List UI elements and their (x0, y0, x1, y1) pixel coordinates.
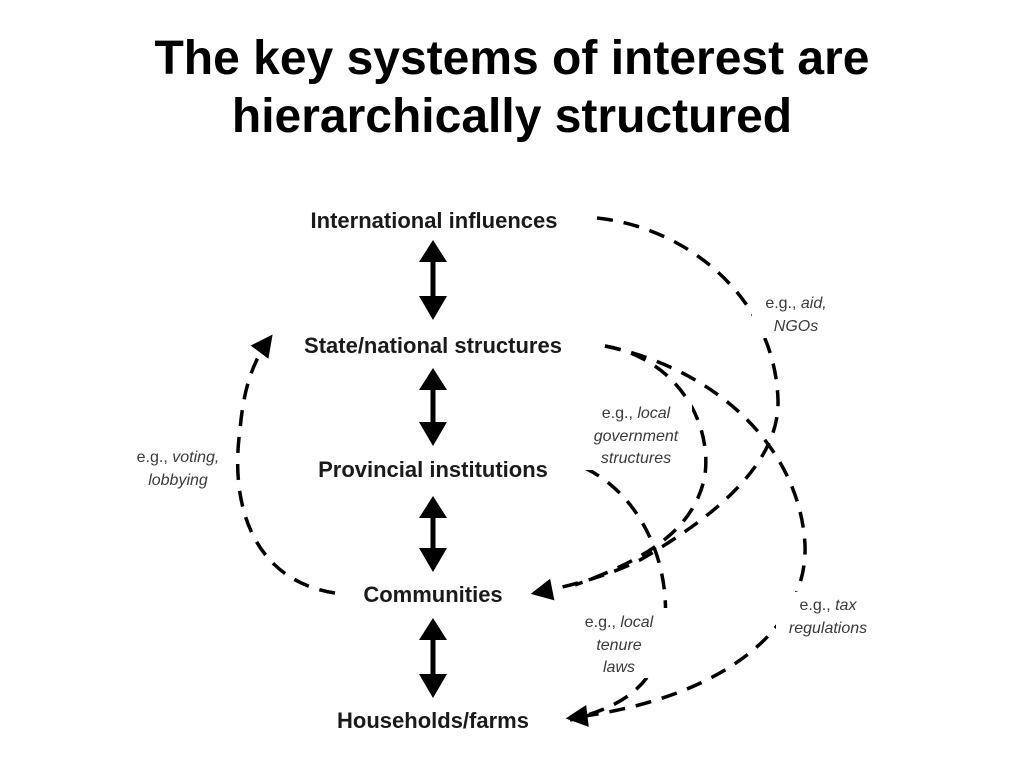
level-international-influences: International influences (311, 208, 558, 233)
svg-text:laws: laws (603, 659, 635, 676)
svg-text:government: government (594, 428, 679, 445)
dashed-arrow-state-to-communities (574, 344, 708, 587)
svg-text:NGOs: NGOs (774, 318, 818, 335)
svg-text:e.g., aid,: e.g., aid, (765, 295, 826, 312)
level-households-farms: Households/farms (337, 708, 529, 733)
svg-text:e.g., local: e.g., local (602, 405, 671, 422)
slide-title-line-2: hierarchically structured (231, 90, 793, 143)
annotation-voting-lobbying: e.g., voting, lobbying (137, 449, 220, 489)
svg-text:e.g., local: e.g., local (585, 614, 654, 631)
slide-title: The key systems of interest are hierarch… (0, 30, 1024, 146)
annotation-tax-regulations: e.g., tax regulations (776, 592, 880, 640)
level-communities: Communities (363, 582, 502, 607)
svg-text:regulations: regulations (789, 620, 867, 637)
svg-text:structures: structures (601, 450, 671, 467)
annotation-aid-ngos: e.g., aid, NGOs (752, 290, 840, 338)
slide-title-line-1: The key systems of interest are (154, 32, 870, 85)
dashed-arrow-international-to-communities (530, 216, 780, 601)
annotation-local-government-structures: e.g., local government structures (580, 398, 692, 470)
double-arrow-state-provincial (419, 368, 447, 446)
dashed-arrow-state-to-households (565, 344, 807, 727)
svg-text:e.g., voting,: e.g., voting, (137, 449, 220, 466)
double-arrow-international-state (419, 240, 447, 320)
dashed-arrow-communities-to-state (235, 334, 336, 595)
svg-text:tenure: tenure (596, 637, 641, 654)
annotation-local-tenure-laws: e.g., local tenure laws (570, 608, 668, 678)
svg-text:lobbying: lobbying (148, 472, 208, 489)
level-state-national-structures: State/national structures (304, 333, 562, 358)
level-provincial-institutions: Provincial institutions (318, 457, 548, 482)
svg-text:e.g., tax: e.g., tax (800, 597, 858, 614)
double-arrow-communities-households (419, 618, 447, 698)
dashed-arrow-provincial-to-households (569, 466, 668, 722)
double-arrow-provincial-communities (419, 496, 447, 572)
